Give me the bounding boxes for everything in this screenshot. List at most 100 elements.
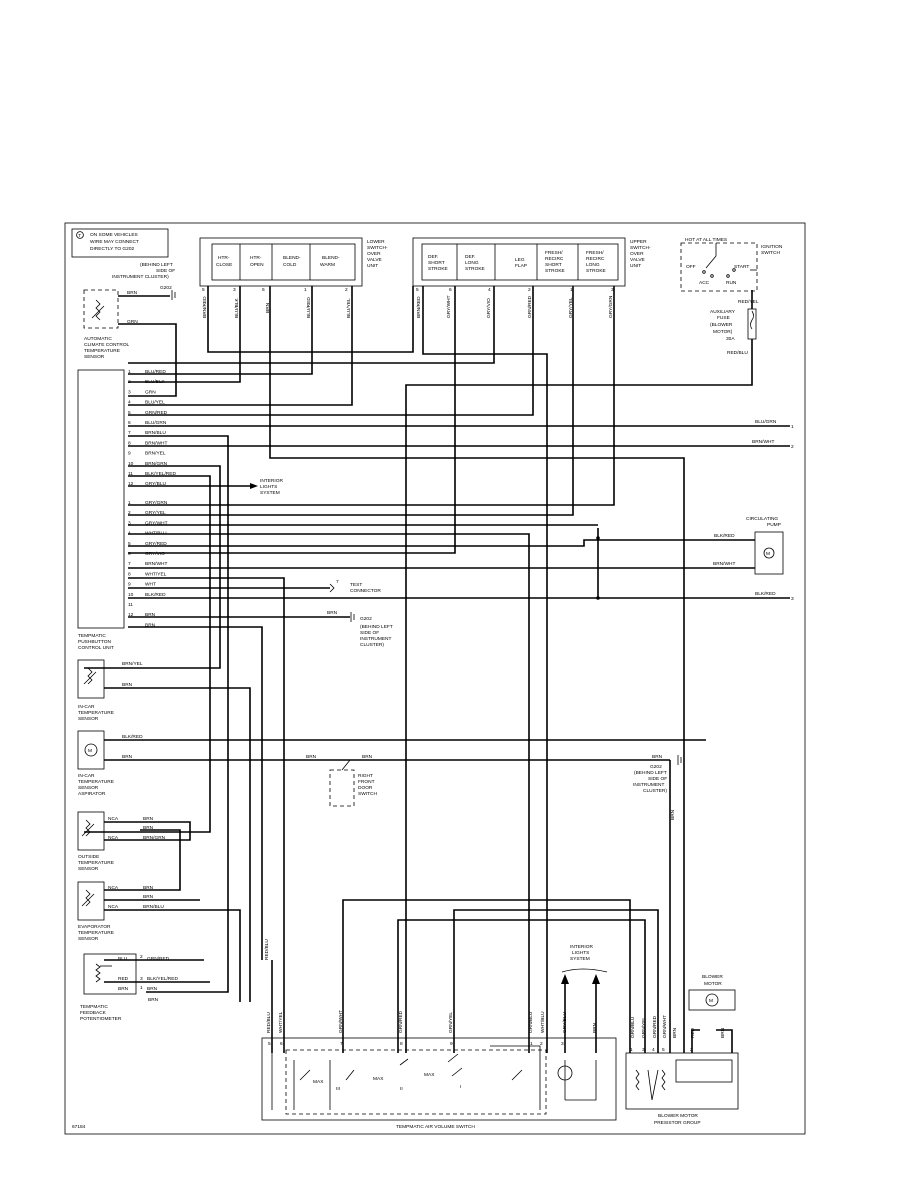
svg-text:BRN: BRN [127,290,138,296]
svg-text:WIRE MAY CONNECT: WIRE MAY CONNECT [90,239,139,245]
connector-a-pin: 12 [128,481,134,487]
svg-text:VALVE: VALVE [630,257,645,263]
svg-text:ACC: ACC [699,280,710,286]
svg-text:MOTOR: MOTOR [704,981,722,987]
connector-b-pin: 2 [128,510,131,516]
svg-text:2: 2 [345,287,348,293]
svg-text:INSTRUMENT: INSTRUMENT [360,636,392,642]
connector-b-pin: 6 [128,551,131,557]
svg-text:BLU/GRN: BLU/GRN [755,419,777,425]
svg-text:BRN: BRN [118,986,129,992]
svg-text:FEEDBACK: FEEDBACK [80,1010,107,1016]
figure-id: 67184 [72,1124,86,1130]
svg-text:RED/BLU: RED/BLU [266,1012,272,1033]
svg-text:RIGHT: RIGHT [358,773,373,779]
svg-text:INTERIOR: INTERIOR [260,478,283,484]
blower-motor: M BLOWER MOTOR RED BRN [688,974,736,1038]
svg-text:FRESH/: FRESH/ [545,250,563,256]
svg-text:7: 7 [340,1041,343,1047]
red-blu-vertical-label: RED/BLU [264,939,270,960]
connector-b-pin: 9 [128,582,131,588]
svg-text:SHORT: SHORT [428,260,445,266]
connector-a-wire-label: BLU/BLK [145,379,166,385]
svg-text:GRN/WHT: GRN/WHT [662,1015,668,1038]
svg-text:(BLOWER: (BLOWER [710,322,733,328]
svg-text:TEMPERATURE: TEMPERATURE [78,860,114,866]
svg-text:SIDE OF: SIDE OF [360,630,379,636]
svg-text:FRONT: FRONT [358,779,375,785]
svg-text:GRY/WHT: GRY/WHT [446,295,452,318]
svg-text:BRN: BRN [327,610,338,616]
svg-text:SENSOR: SENSOR [78,866,99,872]
svg-text:7: 7 [336,579,339,585]
svg-text:SENSOR: SENSOR [78,716,99,722]
svg-text:OVER: OVER [367,251,381,257]
svg-text:SYSTEM: SYSTEM [260,490,280,496]
wires [84,286,790,1053]
svg-text:LIGHTS: LIGHTS [572,950,589,956]
connector-a-wire-label: BRN/YEL [145,451,166,457]
svg-text:BRN/WHT: BRN/WHT [713,561,735,567]
svg-text:BRN: BRN [122,682,133,688]
evaporator-temperature-sensor: NCA NCA BRN BRN BRN/BLU EVAPORATOR TEMPE… [77,881,164,942]
svg-text:OPEN: OPEN [250,262,264,268]
svg-text:INTERIOR: INTERIOR [570,944,593,950]
svg-text:NCA: NCA [108,835,119,841]
svg-text:RED/YEL: RED/YEL [738,299,759,305]
svg-text:LEG: LEG [515,257,525,263]
svg-text:BRN: BRN [265,302,271,313]
svg-text:3: 3 [642,1047,645,1053]
connector-a-wire-label: GRY/BLU [145,481,167,487]
svg-text:TEMPMATIC: TEMPMATIC [78,633,106,639]
connector-a-pin: 11 [128,471,133,477]
svg-text:2: 2 [690,1047,693,1053]
svg-text:FLAP: FLAP [515,263,527,269]
svg-text:6: 6 [280,1041,283,1047]
diagram-frame [64,222,806,1135]
tempmatic-air-volume-switch: TEMPMATIC AIR VOLUME SWITCH MAX MAX MAX … [261,1010,617,1130]
svg-text:3: 3 [791,596,794,602]
connector-b-wire-label: BRN/WHT [145,561,167,567]
svg-text:OFF: OFF [686,264,696,270]
connector-a-pin: 1 [128,369,131,375]
connector-b-pin: 7 [128,561,131,567]
svg-text:BRN/RED: BRN/RED [202,296,208,318]
connector-a-pin: 6 [128,420,131,426]
svg-text:NCA: NCA [108,816,119,822]
tempmatic-control-unit: TEMPMATIC PUSHBUTTON CONTROL UNIT [77,369,125,651]
svg-text:CONNECTOR: CONNECTOR [350,588,381,594]
svg-text:CIRCULATING: CIRCULATING [746,516,778,522]
svg-text:3: 3 [233,287,236,293]
svg-text:INSTRUMENT: INSTRUMENT [633,782,665,788]
svg-text:COLD: COLD [283,262,297,268]
svg-text:OUTSIDE: OUTSIDE [78,854,99,860]
svg-text:INSTRUMENT CLUSTER): INSTRUMENT CLUSTER) [112,274,169,280]
svg-text:BLK/YEL/RED: BLK/YEL/RED [147,976,178,982]
svg-text:2: 2 [791,444,794,450]
connector-b-pin: 1 [128,500,131,506]
svg-text:BRN: BRN [652,754,663,760]
svg-text:DOOR: DOOR [358,785,373,791]
svg-text:DEF.: DEF. [465,254,475,260]
svg-text:GRN/BLU: GRN/BLU [630,1016,636,1038]
connector-b-pin: 12 [128,612,134,618]
svg-text:BRN: BRN [720,1027,726,1038]
connector-b-pin: 11 [128,602,133,608]
svg-text:WARM: WARM [320,262,335,268]
svg-text:5: 5 [202,287,205,293]
svg-text:GRY/BLU: GRY/BLU [562,1011,568,1033]
connector-b-wire-label: GRY/YEL [145,510,166,516]
svg-text:PRESISTOR GROUP: PRESISTOR GROUP [654,1120,701,1126]
lower-switchover-valve-unit: HTR- CLOSE HTR- OPEN BLEND- COLD BLEND- … [199,237,388,318]
svg-text:SIDE OF: SIDE OF [648,776,667,782]
outside-temperature-sensor: NCA NCA BRN BRN BRN/GRN OUTSIDE TEMPERAT… [77,811,166,872]
svg-text:M: M [88,748,92,754]
svg-text:1: 1 [570,287,573,293]
svg-text:SENSOR: SENSOR [84,354,105,360]
svg-text:M: M [766,551,770,557]
svg-text:BRN: BRN [670,809,676,820]
connector-b-pin: 10 [128,592,134,598]
svg-text:RECIRC: RECIRC [545,256,564,262]
connector-a-wire-label: BRN/WHT [145,440,167,446]
